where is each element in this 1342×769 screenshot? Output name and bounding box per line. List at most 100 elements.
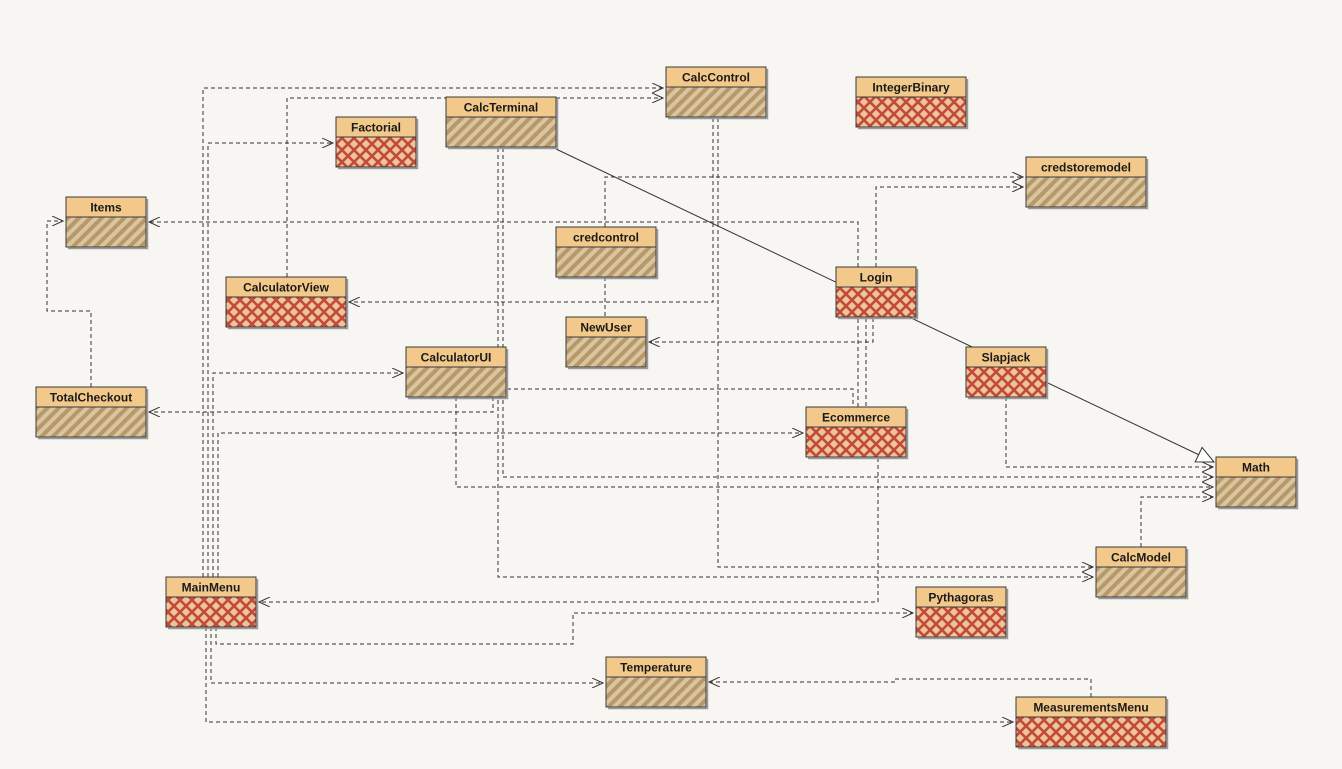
class-box-calcmodel[interactable]: CalcModel [1095,546,1189,600]
dep-credcontrol-credstoremodel [604,177,1023,227]
class-shadow [228,279,349,330]
class-body [855,96,967,128]
class-box-math[interactable]: Math [1215,456,1299,510]
class-box-totalcheckout[interactable]: TotalCheckout [35,386,149,440]
class-shadow [808,409,909,460]
dep-mainmenu-temperature [210,627,603,683]
class-name: Items [90,201,122,215]
class-box-credcontrol[interactable]: credcontrol [555,226,659,280]
class-body [35,406,147,438]
class-body [65,216,147,248]
dep-calculatorui-totalcheckout [149,397,494,412]
class-body [915,606,1007,638]
class-box-pythagoras[interactable]: Pythagoras [915,586,1009,640]
class-box-items[interactable]: Items [65,196,149,250]
dep-calccontrol-calcmodel [717,118,1093,567]
class-shadow [38,389,149,440]
class-box-ecommerce[interactable]: Ecommerce [805,406,909,460]
class-name: MainMenu [182,581,241,595]
class-box-calculatorview[interactable]: CalculatorView [225,276,349,330]
class-shadow [1028,159,1149,210]
class-body [225,296,347,328]
class-name: Login [860,271,893,285]
class-box-factorial[interactable]: Factorial [335,116,419,170]
dep-mainmenu-pythagoras [215,613,913,645]
dep-mainmenu-measurementsmenu [205,627,1013,722]
class-shadow [338,119,419,170]
class-box-temperature[interactable]: Temperature [605,656,709,710]
class-box-mainmenu[interactable]: MainMenu [165,576,259,630]
dep-ecommerce-items [149,222,859,407]
class-body [165,596,257,628]
class-shadow [668,69,769,120]
class-body [1015,716,1167,748]
dep-calculatorui-math [455,397,1213,487]
class-shadow [1098,549,1189,600]
dep-totalcheckout-items [46,221,92,387]
class-shadow [168,579,259,630]
class-box-calcterminal[interactable]: CalcTerminal [445,96,559,150]
class-name: MeasurementsMenu [1033,701,1148,715]
dep-login-newuser [649,318,874,342]
class-box-calccontrol[interactable]: CalcControl [665,66,769,120]
dep-mainmenu-factorial [207,143,333,577]
class-name: credstoremodel [1041,161,1131,175]
relations-layer [46,88,1216,722]
class-name: Slapjack [982,351,1031,365]
class-name: credcontrol [573,231,639,245]
class-box-integerbinary[interactable]: IntegerBinary [855,76,969,130]
dep-calculatorui-ecommerce [507,388,854,407]
class-box-credstoremodel[interactable]: credstoremodel [1025,156,1149,210]
class-shadow [558,229,659,280]
class-name: CalcModel [1111,551,1171,565]
class-body [965,366,1047,398]
dep-mainmenu-ecommerce [217,433,803,577]
class-name: CalcControl [682,71,750,85]
class-shadow [608,659,709,710]
dep-slapjack-math [1005,397,1213,467]
class-body [805,426,907,458]
class-name: Ecommerce [822,411,890,425]
class-body [665,86,767,118]
dep-mainmenu-calculatorui [212,373,403,577]
class-box-slapjack[interactable]: Slapjack [965,346,1049,400]
class-body [565,336,647,368]
class-name: NewUser [580,321,632,335]
class-name: CalcTerminal [464,101,538,115]
dep-ecommerce-mainmenu [259,458,879,602]
class-shadow [1018,699,1169,750]
class-shadow [448,99,559,150]
class-name: Math [1242,461,1270,475]
class-box-measurementsmenu[interactable]: MeasurementsMenu [1015,696,1169,750]
class-name: Temperature [620,661,692,675]
dep-calcmodel-math [1140,497,1213,547]
dep-mainmenu-calccontrol [202,88,663,577]
class-body [835,286,917,318]
class-box-newuser[interactable]: NewUser [565,316,649,370]
class-box-login[interactable]: Login [835,266,919,320]
classes-layer: CalcControlIntegerBinaryCalcTerminalFact… [35,66,1299,750]
dep-calccontrol-calculatorview [349,118,714,302]
class-body [1025,176,1147,208]
dep-calcterminal-calcmodel [497,148,1093,577]
class-body [445,116,557,148]
class-shadow [838,269,919,320]
class-body [405,366,507,398]
class-shadow [568,319,649,370]
class-body [555,246,657,278]
class-box-calculatorui[interactable]: CalculatorUI [405,346,509,400]
class-shadow [408,349,509,400]
class-shadow [1218,459,1299,510]
dep-login-credstoremodel [875,187,1023,267]
class-shadow [68,199,149,250]
class-shadow [858,79,969,130]
class-shadow [918,589,1009,640]
dep-calcterminal-math [502,148,1213,477]
class-body [605,676,707,708]
class-name: CalculatorUI [421,351,492,365]
class-name: IntegerBinary [872,81,950,95]
dep-measurementsmenu-temperature [709,679,1092,697]
class-shadow [968,349,1049,400]
class-name: Factorial [351,121,401,135]
